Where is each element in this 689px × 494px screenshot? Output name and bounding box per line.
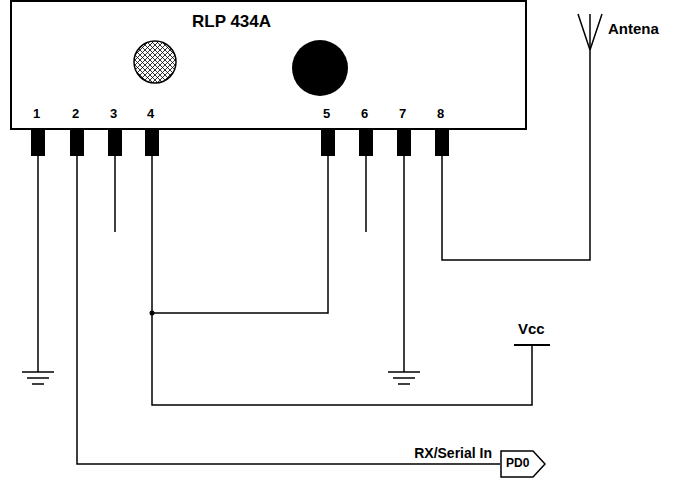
pin-number: 5 <box>323 106 330 121</box>
pin-number: 7 <box>399 106 406 121</box>
vcc-rail <box>514 344 550 346</box>
pin <box>359 130 373 156</box>
pin <box>321 130 335 156</box>
crystal-symbol <box>134 41 176 83</box>
module-pins <box>31 130 449 156</box>
pin-number: 1 <box>33 106 40 121</box>
ground-symbol <box>22 372 54 384</box>
pin <box>31 130 45 156</box>
antenna-label: Antena <box>608 20 659 37</box>
port-name: PD0 <box>506 456 529 470</box>
antenna-symbol <box>578 14 602 50</box>
junction-dot <box>150 311 155 316</box>
pin <box>108 130 122 156</box>
pin <box>435 130 449 156</box>
signal-name: RX/Serial In <box>412 445 494 461</box>
module-body <box>10 0 527 130</box>
pin-number: 6 <box>361 106 368 121</box>
pin-number: 4 <box>147 106 154 121</box>
pin <box>397 130 411 156</box>
coil-symbol <box>292 40 348 96</box>
pin-number: 8 <box>437 106 444 121</box>
pin-number: 3 <box>110 106 117 121</box>
pin <box>145 130 159 156</box>
signal-wire <box>77 130 500 464</box>
supply-label: Vcc <box>518 320 545 337</box>
wires <box>38 50 590 405</box>
module-name: RLP 434A <box>192 12 271 32</box>
port-pentagon: PD0 <box>500 450 546 478</box>
pin-number: 2 <box>72 106 79 121</box>
ground-symbol <box>388 372 420 384</box>
module-box: RLP 434A <box>10 0 527 130</box>
